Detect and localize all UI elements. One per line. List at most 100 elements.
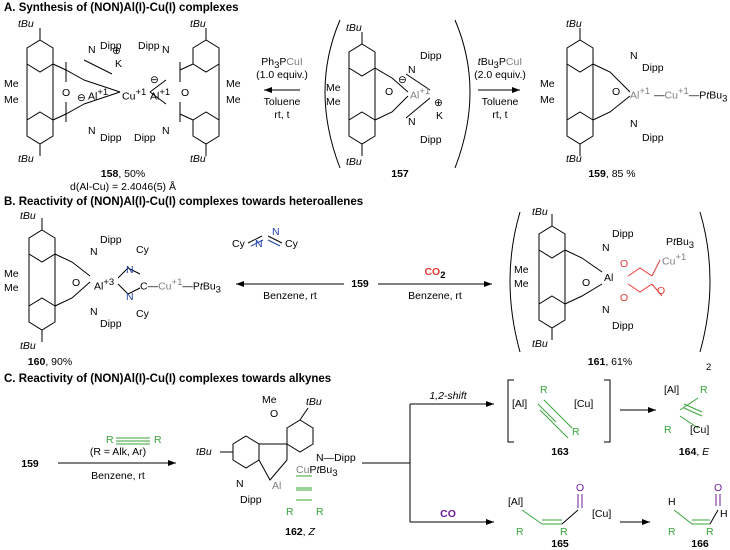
label-dipp: Dipp (100, 318, 122, 330)
t-text: t (477, 56, 481, 68)
label-cu: Cu+1 (662, 252, 686, 268)
label-me: Me (262, 394, 277, 406)
label-n-blue: N (126, 291, 134, 303)
label-al: Al (604, 272, 614, 284)
al-text: Al (150, 90, 160, 103)
label-tbu: tBu (306, 396, 322, 408)
label-o-red: O (620, 258, 629, 270)
label-cu-bracket: [Cu] (592, 508, 612, 520)
label-tbu: tBu (18, 153, 34, 165)
t-text: t (706, 89, 710, 102)
p-text: P (279, 56, 287, 68)
label-h: H (720, 508, 728, 520)
conditions-benzene-rt-2: Benzene, rt (408, 290, 462, 302)
sub-text: 3 (688, 240, 695, 252)
tbu-text: tBu (566, 153, 582, 165)
c-text: C (140, 280, 148, 293)
label-n: N (162, 125, 170, 137)
ox-state: +3 (103, 277, 115, 288)
label-r-green: R (664, 424, 672, 436)
section-c-heading: C. Reactivity of (NON)Al(I)-Cu(I) comple… (4, 373, 332, 385)
structure-162 (220, 407, 314, 501)
tbu-text: tBu (346, 156, 362, 168)
reagent-equiv-2: (2.0 equiv.) (474, 69, 526, 81)
label-r-green: R (154, 434, 162, 446)
label-r-green: R (516, 526, 524, 538)
bu-text: Bu (480, 56, 494, 68)
structure-160 (28, 218, 141, 342)
conditions-r-alk-ar: (R = Alk, Ar) (89, 446, 147, 458)
compound-159-yield: , 85 % (605, 168, 636, 180)
label-tbu: tBu (532, 338, 548, 350)
label-tbu: tBu (346, 22, 362, 34)
label-al-right: Al+1 (150, 87, 170, 103)
structure-159 (566, 28, 631, 156)
label-r-green: R (706, 526, 714, 538)
label-n-blue: N (272, 226, 280, 238)
compound-161-label: 161, 61% (588, 356, 632, 368)
ox-state: +1 (419, 86, 431, 97)
label-r-green: R (286, 506, 294, 518)
label-cy: Cy (285, 238, 298, 250)
ox-state: +1 (675, 252, 687, 263)
label-dipp: Dipp (612, 228, 634, 240)
solvent-toluene-2: Toluene (481, 96, 519, 108)
compound-158-distance: d(Al-Cu) = 2.4046(5) Å (70, 181, 176, 193)
label-tbu: tBu (532, 206, 548, 218)
label-tbu: tBu (346, 156, 362, 168)
label-o: O (582, 277, 591, 289)
label-o-red: O (657, 285, 666, 297)
label-n: N (630, 118, 638, 130)
sub-text: 3 (332, 468, 338, 480)
label-dipp: Dipp (612, 320, 634, 332)
conditions-benzene-rt-1: Benzene, rt (263, 290, 317, 302)
label-cy: Cy (136, 308, 149, 320)
label-al-bracket: [Al] (512, 398, 528, 410)
bracket-163-left (507, 379, 514, 443)
label-k: K (436, 110, 444, 122)
p-text: P (699, 89, 707, 102)
label-al: Al (272, 480, 282, 492)
label-dipp: Dipp (134, 132, 156, 144)
section-b-heading: B. Reactivity of (NON)Al(I)-Cu(I) comple… (4, 196, 364, 208)
label-o: O (72, 277, 81, 289)
ox-state: +1 (639, 86, 651, 97)
compound-158-yield: , 50% (118, 168, 146, 180)
sub-text: 3 (493, 60, 499, 72)
label-me: Me (4, 78, 19, 90)
bracket-163-right (604, 379, 611, 443)
dimer-subscript: 2 (706, 362, 712, 373)
tbu-text: tBu (532, 206, 548, 218)
ox-state: +1 (677, 86, 689, 97)
tbu-text: tBu (18, 18, 34, 30)
label-n: N (630, 50, 638, 62)
reagent-ph3pcui: Ph3PCuI (261, 56, 303, 72)
label-cu-ptbu3: CuPtBu3 (296, 464, 338, 480)
label-n: N (90, 246, 98, 258)
ox-state: +1 (171, 277, 183, 288)
sub-text: 2 (440, 270, 446, 282)
compound-160-number: 160 (27, 356, 46, 368)
label-tbu: tBu (566, 153, 582, 165)
label-tbu: tBu (20, 340, 36, 352)
label-c-cu-ptbu3: C—Cu+1—PtBu3 (140, 277, 221, 296)
tbu-text: tBu (566, 18, 582, 30)
t-text: t (199, 280, 203, 293)
label-n: N (408, 64, 416, 76)
p-text: P (666, 236, 674, 248)
tbu-text: tBu (190, 18, 206, 30)
e-text: E (702, 446, 710, 458)
label-r-green: R (560, 526, 568, 538)
compound-161-yield: , 61% (605, 356, 633, 368)
label-1-2-shift: 1,2-shift (429, 390, 467, 402)
label-r-green: R (668, 526, 676, 538)
label-cy: Cy (232, 238, 245, 250)
label-dipp: Dipp (642, 62, 664, 74)
label-cu: Cu+1 (122, 87, 146, 103)
label-n-blue: N (255, 238, 263, 250)
charge-plus: ⊕ (112, 45, 121, 57)
label-me: Me (326, 96, 341, 108)
charge-plus: ⊕ (434, 97, 443, 109)
conditions-rt-t-1: rt, t (274, 109, 290, 121)
